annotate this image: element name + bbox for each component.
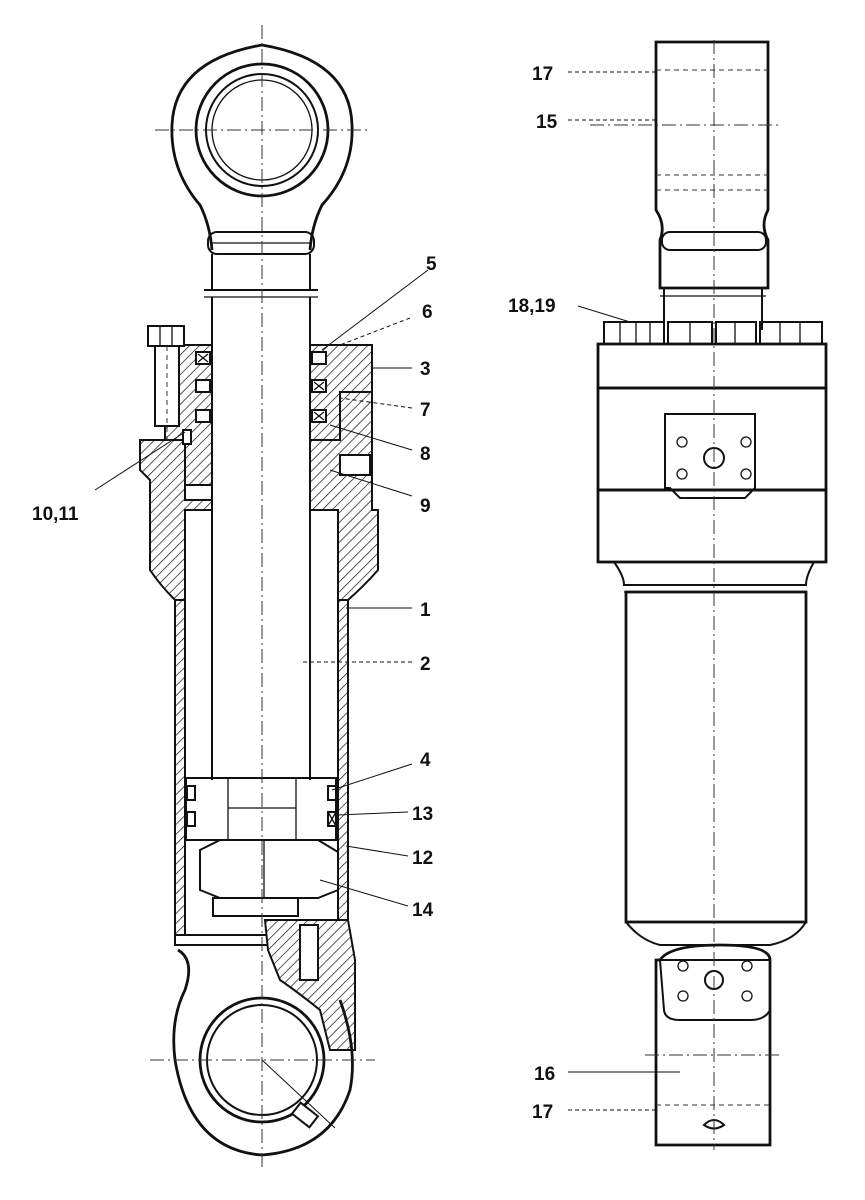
- head-bolts: [603, 321, 823, 345]
- callout-5: 5: [426, 254, 437, 275]
- exterior-view: [590, 40, 828, 1150]
- exterior-leaders: [568, 71, 680, 1111]
- callout-17-top: 17: [532, 64, 553, 85]
- piston-nut: [199, 839, 339, 917]
- callout-3: 3: [420, 359, 431, 380]
- piston: [185, 777, 337, 841]
- callout-15: 15: [536, 112, 558, 133]
- callout-14: 14: [412, 900, 434, 921]
- callout-8: 8: [420, 444, 431, 465]
- section-leaders: [94, 269, 429, 907]
- callout-1: 1: [420, 600, 431, 621]
- cylinder-bottom: [172, 919, 356, 1157]
- callout-10-11: 10,11: [32, 504, 79, 525]
- callout-18-19: 18,19: [508, 296, 556, 317]
- callout-4: 4: [420, 750, 431, 771]
- piston-rod: [211, 297, 311, 780]
- callout-labels: 5 6 3 7 8 9 10,11 1 2 4 13 12 14 17 15 1…: [32, 64, 558, 1123]
- section-view: [139, 25, 379, 1170]
- callout-17-bottom: 17: [532, 1102, 553, 1123]
- callout-12: 12: [412, 848, 433, 869]
- callout-9: 9: [420, 496, 431, 517]
- callout-13: 13: [412, 804, 433, 825]
- cylinder-head: [139, 325, 379, 601]
- callout-6: 6: [422, 302, 433, 323]
- callout-16: 16: [534, 1064, 555, 1085]
- callout-7: 7: [420, 400, 431, 421]
- callout-2: 2: [420, 654, 431, 675]
